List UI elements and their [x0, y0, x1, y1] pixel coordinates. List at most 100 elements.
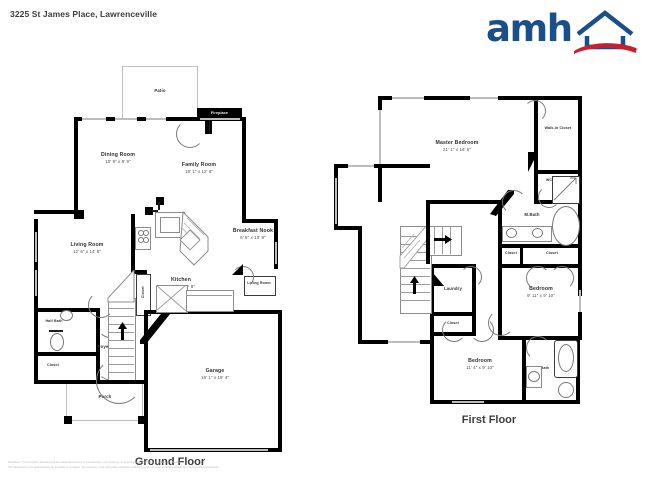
closet-stair [136, 274, 151, 316]
closet-foyer-bottom-wall [34, 380, 100, 384]
toilet-bowl [50, 333, 64, 351]
left-wing-top-wall-b [374, 164, 430, 168]
wall-link [152, 210, 158, 212]
living-room-left-wall [34, 219, 38, 311]
closet-b-right-wall [578, 244, 582, 266]
page-title: 3225 St James Place, Lawrenceville [10, 9, 158, 19]
room-master-bedroom: Master Bedroom 21' 1" x 16' 5" [435, 140, 479, 152]
stair-winder-angle [399, 222, 431, 269]
counter-line [186, 295, 232, 296]
walkin-top-wall [534, 96, 582, 100]
sink-basin [532, 228, 543, 238]
stair-tread [108, 308, 134, 309]
window-seg [115, 118, 137, 120]
porch-column [64, 416, 72, 424]
mbath-right-wall [578, 204, 582, 248]
bath-right-wall [576, 336, 580, 404]
toilet-bowl [558, 382, 574, 398]
bedroom-b-left-wall [430, 336, 434, 404]
window-seg [82, 118, 106, 120]
stair-tread [400, 276, 430, 277]
wall-seg [378, 96, 392, 100]
garage-corner-angle [140, 310, 170, 344]
stair-tread [400, 300, 430, 301]
disclaimer-line-1: Disclaimer: The floorplans depicted and … [8, 461, 183, 464]
sink-basin [60, 310, 73, 321]
stair-tread [108, 348, 134, 349]
bath-bottom-wall [522, 400, 580, 404]
half-bath-right-wall [96, 308, 100, 356]
closet-divider [520, 244, 523, 266]
wall-post-edge [209, 120, 210, 134]
laundry-top-wall [430, 264, 476, 268]
room-dining: Dining Room 10' 9" x 9' 9" [101, 152, 135, 164]
first-floor-title: First Floor [461, 414, 517, 426]
sink-basin [506, 228, 517, 238]
house-roof-icon [574, 10, 636, 54]
first-floor-plan: Master Bedroom 21' 1" x 16' 5" Walk-In C… [330, 78, 650, 448]
closet-a-left-wall [498, 244, 502, 266]
kitchen-island-diagonal [179, 210, 209, 266]
wall-post [145, 207, 153, 215]
window-seg [335, 178, 337, 224]
foyer-bottom-wall [100, 380, 148, 384]
logo-trademark: ® [635, 47, 638, 52]
stair-tread [400, 268, 430, 269]
left-wing-step-wall [334, 226, 362, 230]
garage-top-wall [144, 310, 282, 314]
room-living: Living Room 12' 6" x 14' 5" [70, 242, 104, 254]
kitchen-left-wall [131, 214, 135, 274]
stair-tread [108, 356, 134, 357]
family-room-right-wall [242, 117, 246, 223]
porch-wall-right [142, 384, 144, 422]
wall-seg [424, 96, 470, 100]
wall-post [205, 121, 212, 134]
walkin-right-wall [578, 96, 582, 174]
wall-corner-fill [232, 264, 243, 275]
dining-room-left-wall [74, 117, 78, 214]
window-seg [35, 270, 37, 296]
room-patio: Patio [154, 88, 166, 93]
half-bath-left-wall [34, 308, 38, 368]
bathtub-oval [552, 206, 580, 246]
hall-left-wall [426, 200, 430, 264]
ground-floor-title: Ground Floor [134, 456, 206, 468]
living-room-top-wall [34, 210, 78, 214]
door-arc [502, 190, 526, 214]
window-seg [200, 118, 240, 120]
disclaimer: Disclaimer: The floorplans depicted and … [8, 460, 568, 470]
door-arc [526, 336, 550, 360]
mbath-bottom-wall [498, 244, 582, 248]
door-arc [470, 318, 494, 342]
wall-post [156, 197, 164, 205]
window-seg [470, 97, 498, 99]
room-family: Family Room 19' 1" x 12' 8" [181, 162, 217, 174]
stair-direction-arrow-up [410, 276, 419, 294]
window-seg [388, 341, 420, 343]
garage-right-wall [278, 310, 282, 452]
stair-direction-arrow-right [434, 235, 452, 244]
mbath-left-wall [498, 200, 502, 248]
closet-c-left-wall [430, 316, 434, 336]
garage-left-wall [144, 310, 148, 452]
left-wing-bottom-wall-b [420, 340, 434, 344]
amh-logo: amh ® [486, 8, 638, 54]
door-arc [538, 186, 560, 208]
burner [143, 230, 149, 236]
entry-door-arc [96, 358, 142, 404]
room-closet-b: Closet [546, 251, 558, 255]
room-walkin-closet: Walk-In Closet [544, 126, 572, 130]
utility-closet-cross [156, 285, 186, 311]
porch-column [138, 416, 146, 424]
laundry-left-wall [430, 268, 434, 316]
bedroom-r-right-wall-bottom [578, 312, 582, 340]
walkin-left-wall [534, 96, 538, 174]
shower-stall [552, 176, 580, 204]
porch-wall-left [66, 384, 68, 422]
laundry-right-wall [472, 264, 476, 316]
patio-wall-top [122, 66, 198, 68]
hall-top-wall [426, 200, 502, 204]
wall-seg [137, 117, 146, 121]
wall-seg [74, 117, 82, 121]
room-half-bath: Half Bath [45, 319, 63, 323]
